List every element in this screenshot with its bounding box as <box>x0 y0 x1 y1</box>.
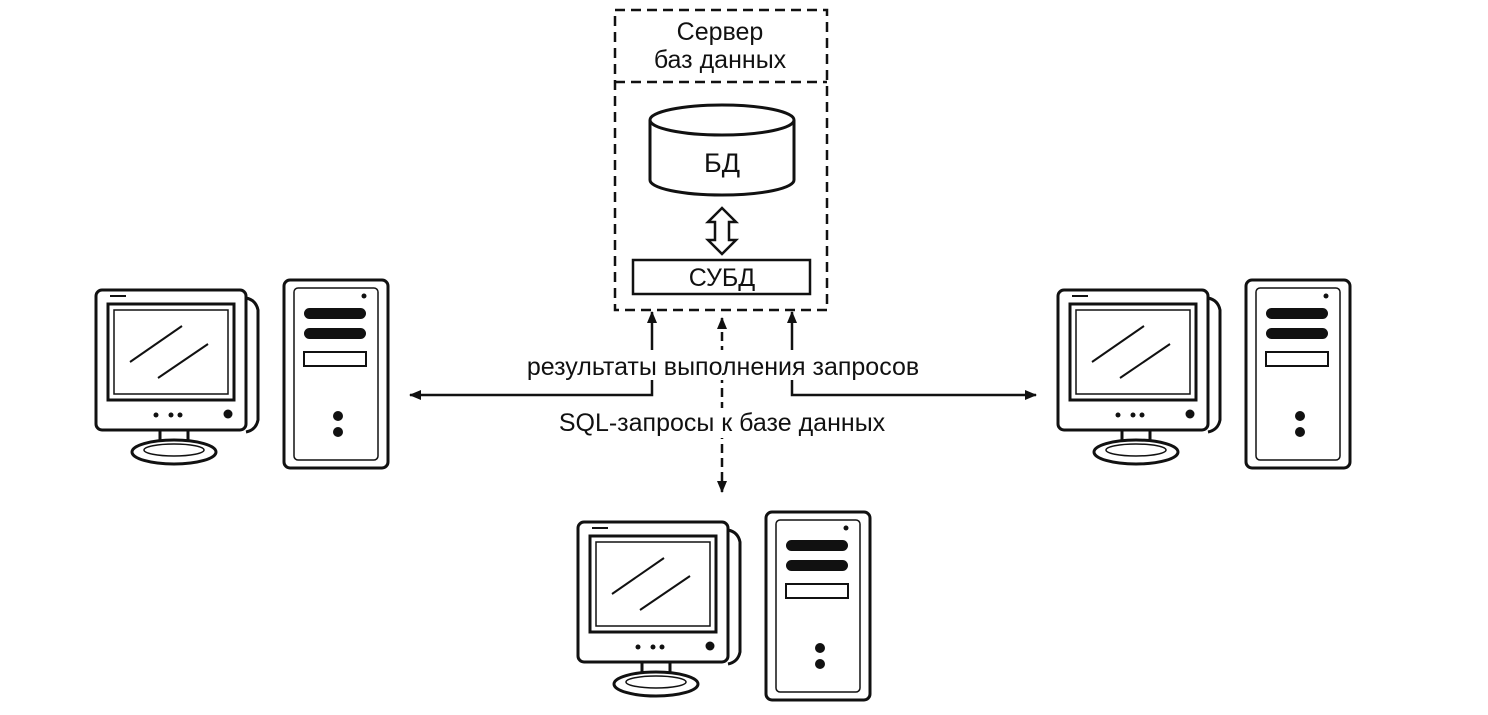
workstation-left <box>94 278 390 470</box>
workstation-bottom <box>576 510 872 702</box>
server-frame <box>613 8 829 312</box>
computer-icon <box>1056 278 1352 470</box>
computer-icon <box>576 510 872 702</box>
database-cylinder-icon <box>648 103 796 197</box>
connections <box>409 311 1037 493</box>
database-label: БД <box>704 148 740 178</box>
dbms-label: СУБД <box>689 264 756 292</box>
queries-label: SQL-запросы к базе данных <box>559 409 886 437</box>
dbms-box <box>631 258 812 296</box>
computer-icon <box>94 278 390 470</box>
db-dbms-double-arrow-icon <box>704 206 740 256</box>
server-title-line1: Сервер <box>677 18 764 46</box>
workstation-right <box>1056 278 1352 470</box>
database-server: Сервер баз данных БД СУБД <box>613 8 829 312</box>
results-label: результаты выполнения запросов <box>527 353 919 381</box>
server-title-line2: баз данных <box>654 46 787 74</box>
